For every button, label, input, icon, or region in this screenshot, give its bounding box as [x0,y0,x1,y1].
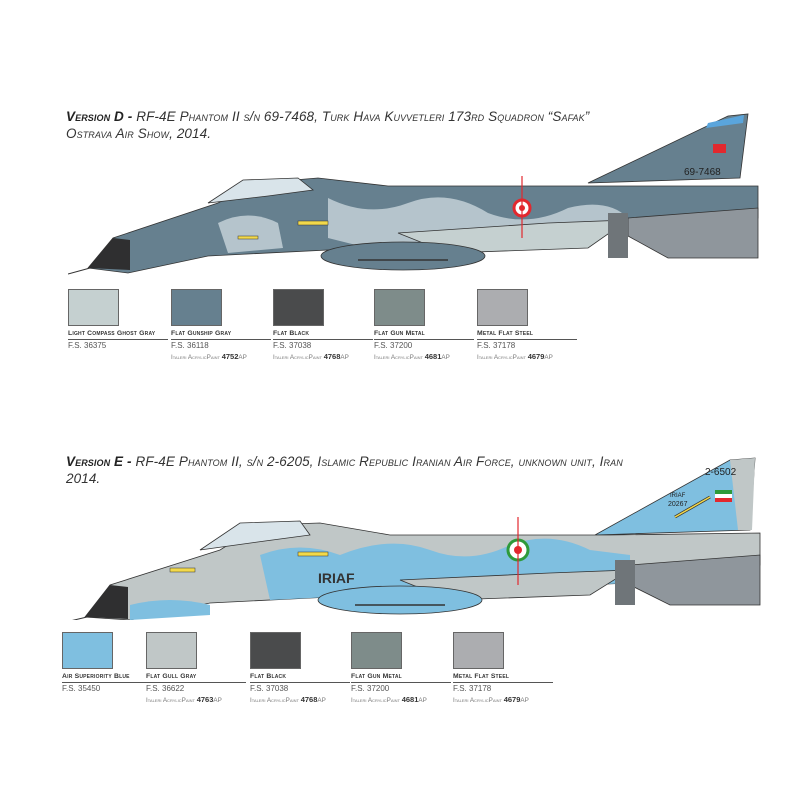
color-swatch: Flat Black F.S. 37038 Italeri AcrylicPai… [273,289,378,361]
fs-code: F.S. 37038 [273,341,312,350]
color-name: Flat Gun Metal [351,673,402,680]
tail-serial: 69-7468 [684,167,721,178]
color-chip [68,289,119,326]
aircraft-profile-version-d: 69-7468 [68,113,759,275]
color-chip [374,289,425,326]
color-name: Flat Gunship Gray [171,330,232,337]
tail-serial: 2-6502 [705,467,737,478]
color-chip [62,632,113,669]
color-swatch: Light Compass Ghost Gray F.S. 36375 [68,289,173,350]
color-name: Air Superiority Blue [62,673,130,680]
paint-code: Italeri AcrylicPaint 4763AP [146,695,222,704]
aircraft-profile-version-e: 2-6502 IRIAF 20267 IRIAF [72,457,761,620]
color-chip [477,289,528,326]
version-d-caption: Version D - RF-4E Phantom II s/n 69-7468… [66,108,589,142]
fs-code: F.S. 37200 [351,684,390,693]
paint-code: Italeri AcrylicPaint 4681AP [374,352,450,361]
color-swatch: Metal Flat Steel F.S. 37178 Italeri Acry… [453,632,558,704]
color-chip [273,289,324,326]
divider [250,682,350,683]
color-swatch: Flat Black F.S. 37038 Italeri AcrylicPai… [250,632,355,704]
version-e-caption: Version E - RF-4E Phantom II, s/n 2-6205… [66,453,623,487]
color-swatch: Flat Gull Gray F.S. 36622 Italeri Acryli… [146,632,251,704]
paint-code: Italeri AcrylicPaint 4768AP [250,695,326,704]
divider [477,339,577,340]
divider [62,682,162,683]
color-swatch: Flat Gun Metal F.S. 37200 Italeri Acryli… [351,632,456,704]
divider [273,339,373,340]
color-chip [351,632,402,669]
color-name: Flat Gun Metal [374,330,425,337]
color-name: Metal Flat Steel [453,673,510,680]
paint-code: Italeri AcrylicPaint 4681AP [351,695,427,704]
divider [374,339,474,340]
fs-code: F.S. 36118 [171,341,209,350]
version-d-description: RF-4E Phantom II s/n 69-7468, Turk Hava … [136,109,590,124]
fs-code: F.S. 37178 [477,341,516,350]
version-e-description-line2: 2014. [66,471,101,486]
color-name: Light Compass Ghost Gray [68,330,156,337]
divider [68,339,168,340]
color-swatch: Flat Gun Metal F.S. 37200 Italeri Acryli… [374,289,479,361]
divider [351,682,451,683]
tail-number: 20267 [668,501,688,508]
color-name: Flat Gull Gray [146,673,197,680]
divider [146,682,246,683]
version-e-label: Version E - [66,454,132,469]
tail-text: IRIAF [670,493,686,499]
fs-code: F.S. 35450 [62,684,101,693]
color-name: Flat Black [250,673,287,680]
fuselage-text: IRIAF [318,570,355,586]
fs-code: F.S. 36375 [68,341,107,350]
version-d-label: Version D - [66,109,133,124]
color-chip [171,289,222,326]
divider [453,682,553,683]
version-e-description: RF-4E Phantom II, s/n 2-6205, Islamic Re… [135,454,623,469]
version-d-description-line2: Ostrava Air Show, 2014. [66,126,212,141]
color-chip [146,632,197,669]
color-chip [250,632,301,669]
fs-code: F.S. 36622 [146,684,185,693]
color-swatch: Metal Flat Steel F.S. 37178 Italeri Acry… [477,289,582,361]
color-name: Flat Black [273,330,310,337]
color-name: Metal Flat Steel [477,330,534,337]
divider [171,339,271,340]
fs-code: F.S. 37038 [250,684,289,693]
paint-code: Italeri AcrylicPaint 4768AP [273,352,349,361]
fs-code: F.S. 37200 [374,341,413,350]
color-swatch: Flat Gunship Gray F.S. 36118 Italeri Acr… [171,289,276,361]
color-chip [453,632,504,669]
paint-code: Italeri AcrylicPaint 4679AP [477,352,553,361]
paint-code: Italeri AcrylicPaint 4752AP [171,352,247,361]
paint-code: Italeri AcrylicPaint 4679AP [453,695,529,704]
fs-code: F.S. 37178 [453,684,492,693]
color-swatch: Air Superiority Blue F.S. 35450 [62,632,167,693]
